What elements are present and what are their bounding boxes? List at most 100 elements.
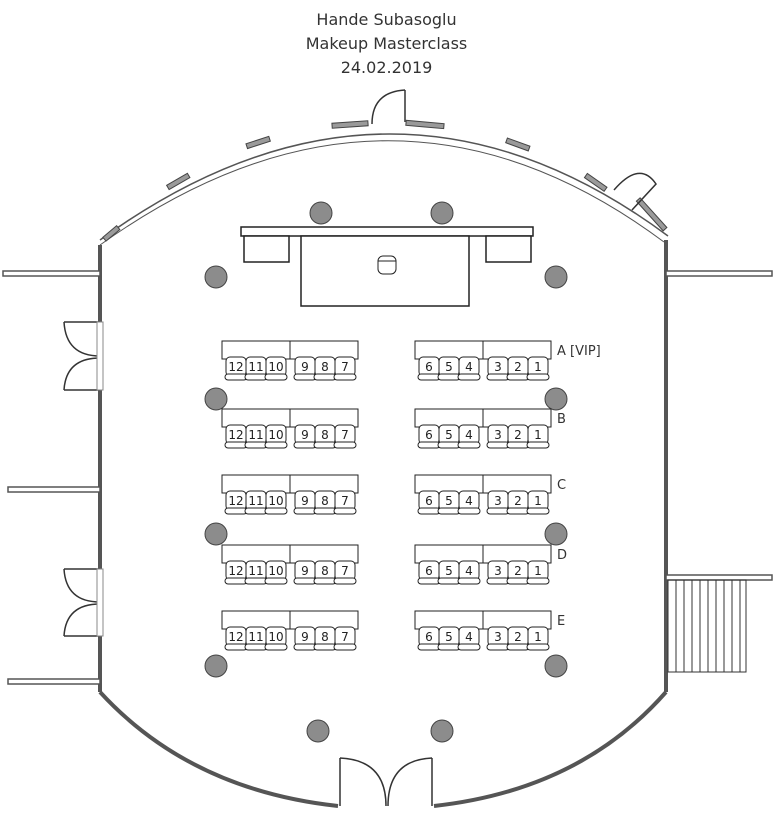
seat-C-12[interactable]: 12 (224, 490, 248, 515)
seat-A-7[interactable]: 7 (333, 356, 357, 381)
seat-B-9[interactable]: 9 (293, 424, 317, 449)
seat-E-12[interactable]: 12 (224, 626, 248, 651)
seat-D-11[interactable]: 11 (244, 560, 268, 585)
seat-D-12[interactable]: 12 (224, 560, 248, 585)
seat-base (293, 643, 317, 651)
seat-number: 12 (228, 494, 243, 508)
seat-D-7[interactable]: 7 (333, 560, 357, 585)
seat-number: 1 (534, 630, 542, 644)
seat-E-1[interactable]: 1 (526, 626, 550, 651)
seat-E-6[interactable]: 6 (417, 626, 441, 651)
seat-D-2[interactable]: 2 (506, 560, 530, 585)
seat-base (526, 373, 550, 381)
seat-base (313, 643, 337, 651)
seat-C-5[interactable]: 5 (437, 490, 461, 515)
seat-A-4[interactable]: 4 (457, 356, 481, 381)
seat-C-10[interactable]: 10 (264, 490, 288, 515)
column (544, 387, 568, 411)
seat-number: 10 (268, 428, 283, 442)
seat-A-9[interactable]: 9 (293, 356, 317, 381)
seat-base (264, 441, 288, 449)
seat-C-2[interactable]: 2 (506, 490, 530, 515)
seat-E-5[interactable]: 5 (437, 626, 461, 651)
seat-number: 11 (248, 494, 263, 508)
left-doors (63, 321, 104, 637)
seat-B-10[interactable]: 10 (264, 424, 288, 449)
seat-number: 3 (494, 630, 502, 644)
seat-A-2[interactable]: 2 (506, 356, 530, 381)
seat-E-3[interactable]: 3 (486, 626, 510, 651)
seat-B-1[interactable]: 1 (526, 424, 550, 449)
seat-base (313, 373, 337, 381)
seat-A-6[interactable]: 6 (417, 356, 441, 381)
seat-A-3[interactable]: 3 (486, 356, 510, 381)
seat-number: 9 (301, 564, 309, 578)
seat-E-11[interactable]: 11 (244, 626, 268, 651)
seat-number: 8 (321, 630, 329, 644)
bottom-wall-right (433, 690, 668, 808)
seat-C-3[interactable]: 3 (486, 490, 510, 515)
right-exterior (665, 270, 773, 581)
seat-D-5[interactable]: 5 (437, 560, 461, 585)
seat-D-9[interactable]: 9 (293, 560, 317, 585)
seat-C-11[interactable]: 11 (244, 490, 268, 515)
seat-D-8[interactable]: 8 (313, 560, 337, 585)
seat-B-6[interactable]: 6 (417, 424, 441, 449)
seat-B-7[interactable]: 7 (333, 424, 357, 449)
seat-base (264, 577, 288, 585)
seat-E-4[interactable]: 4 (457, 626, 481, 651)
seat-C-1[interactable]: 1 (526, 490, 550, 515)
seat-B-2[interactable]: 2 (506, 424, 530, 449)
seat-A-8[interactable]: 8 (313, 356, 337, 381)
seat-B-4[interactable]: 4 (457, 424, 481, 449)
row-label-C: C (557, 478, 566, 493)
seat-C-4[interactable]: 4 (457, 490, 481, 515)
seat-E-9[interactable]: 9 (293, 626, 317, 651)
seat-base (333, 373, 357, 381)
seat-base (224, 643, 248, 651)
seat-D-4[interactable]: 4 (457, 560, 481, 585)
seat-D-6[interactable]: 6 (417, 560, 441, 585)
seat-base (333, 643, 357, 651)
seat-B-8[interactable]: 8 (313, 424, 337, 449)
seat-C-6[interactable]: 6 (417, 490, 441, 515)
seat-E-8[interactable]: 8 (313, 626, 337, 651)
seat-A-11[interactable]: 11 (244, 356, 268, 381)
seat-E-2[interactable]: 2 (506, 626, 530, 651)
seat-number: 4 (465, 630, 473, 644)
seat-base (313, 507, 337, 515)
row-label-B: B (557, 412, 566, 427)
seat-A-10[interactable]: 10 (264, 356, 288, 381)
seat-D-3[interactable]: 3 (486, 560, 510, 585)
seat-C-8[interactable]: 8 (313, 490, 337, 515)
seat-D-10[interactable]: 10 (264, 560, 288, 585)
seat-B-11[interactable]: 11 (244, 424, 268, 449)
seat-base (437, 643, 461, 651)
seat-base (224, 441, 248, 449)
seat-B-5[interactable]: 5 (437, 424, 461, 449)
column (204, 522, 228, 546)
seat-number: 4 (465, 428, 473, 442)
seat-D-1[interactable]: 1 (526, 560, 550, 585)
top-door-swing (371, 89, 406, 125)
seat-B-12[interactable]: 12 (224, 424, 248, 449)
seat-C-7[interactable]: 7 (333, 490, 357, 515)
stage-side-table-right (485, 235, 532, 263)
seat-number: 8 (321, 564, 329, 578)
seat-B-3[interactable]: 3 (486, 424, 510, 449)
seat-base (264, 507, 288, 515)
left-exterior (2, 270, 101, 685)
seat-A-1[interactable]: 1 (526, 356, 550, 381)
seat-A-12[interactable]: 12 (224, 356, 248, 381)
seat-base (417, 507, 441, 515)
seat-A-5[interactable]: 5 (437, 356, 461, 381)
seat-base (417, 441, 441, 449)
seat-base (313, 577, 337, 585)
seat-E-7[interactable]: 7 (333, 626, 357, 651)
seat-number: 8 (321, 360, 329, 374)
seat-E-10[interactable]: 10 (264, 626, 288, 651)
seat-C-9[interactable]: 9 (293, 490, 317, 515)
seat-base (244, 507, 268, 515)
